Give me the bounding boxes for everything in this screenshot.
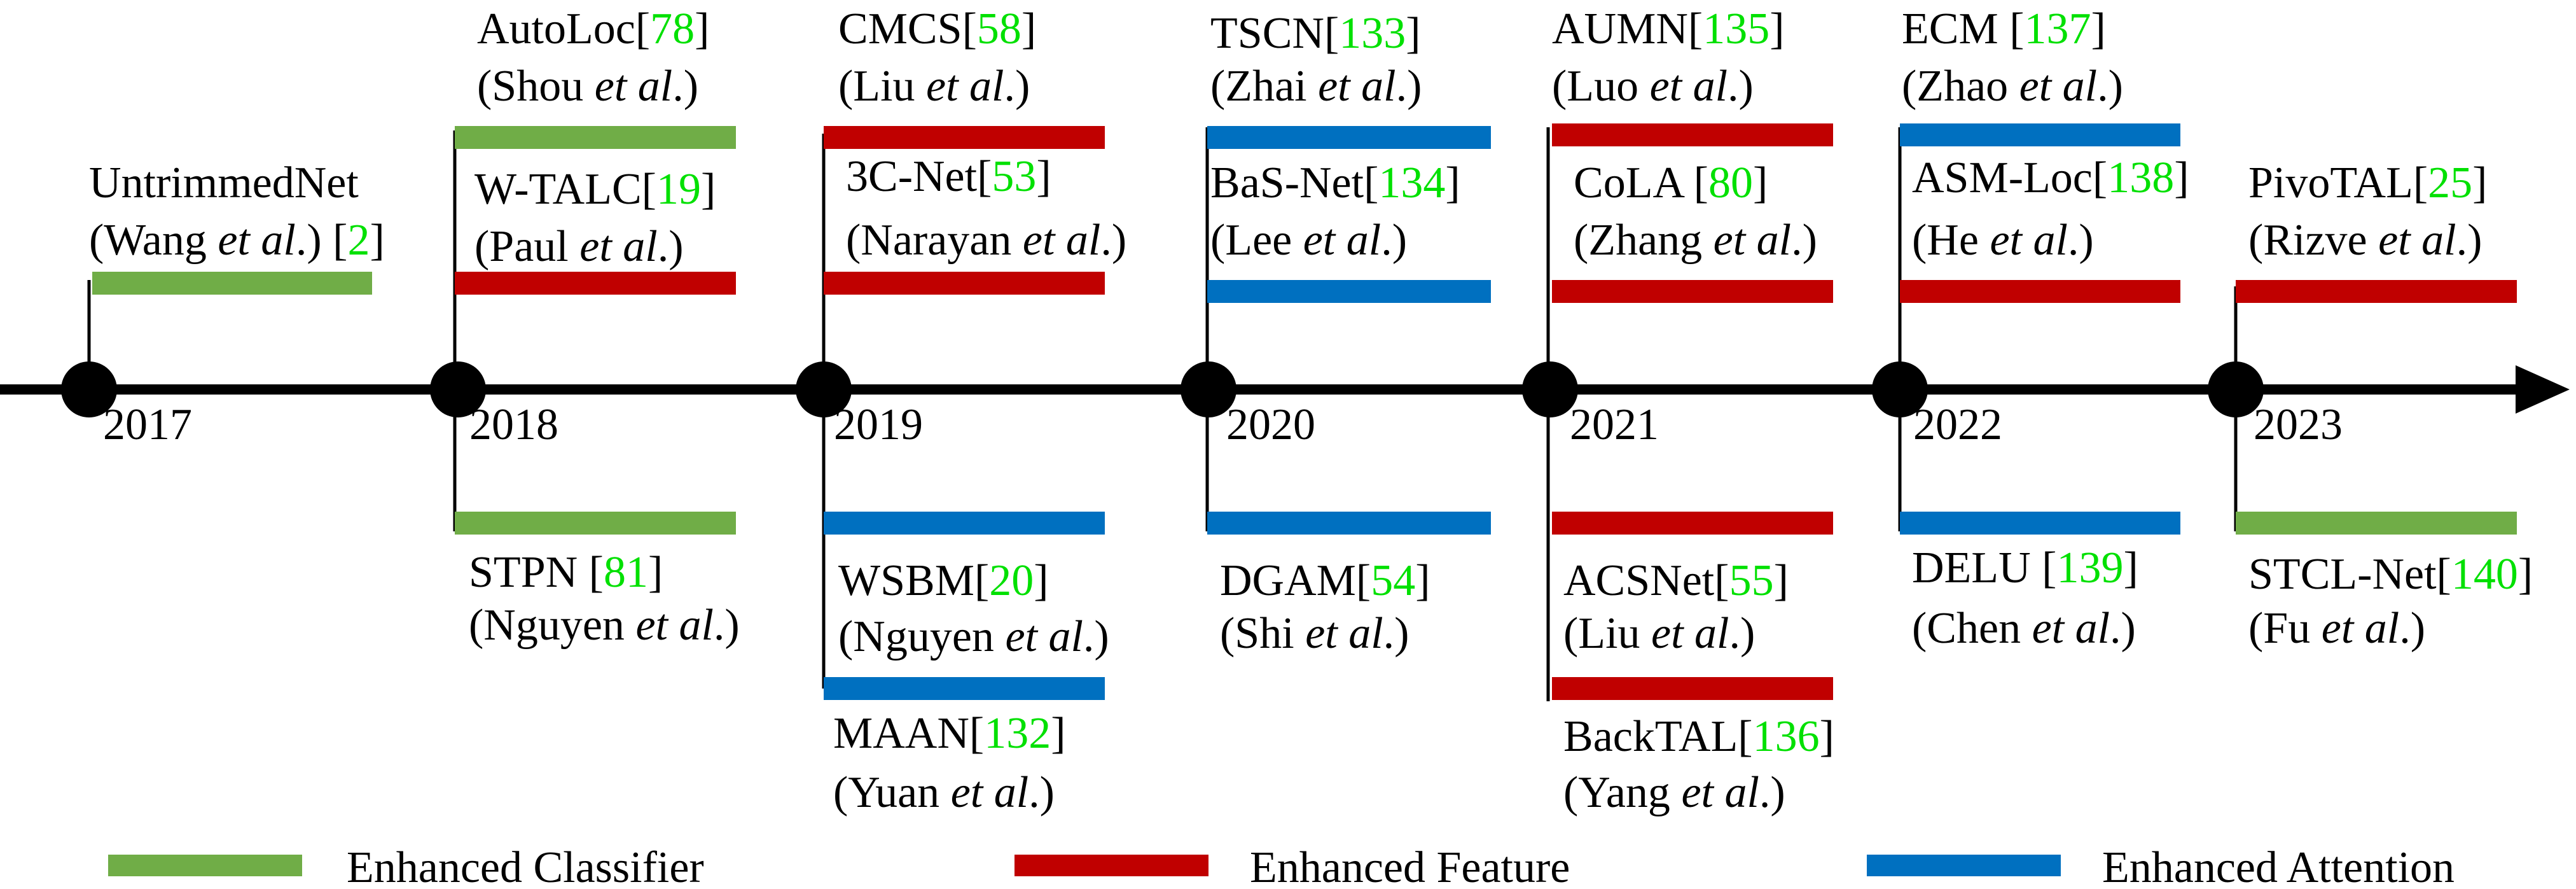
legend-swatch-feature (1014, 855, 1208, 876)
method-authors: (Chen et al.) (1912, 604, 2136, 653)
category-bar-feature (455, 272, 736, 295)
method-authors: (Lee et al.) (1210, 216, 1407, 265)
category-bar-attention (1900, 123, 2180, 146)
method-name: UntrimmedNet (89, 158, 359, 207)
method-authors: (Nguyen et al.) (838, 612, 1109, 661)
method-authors: (Shou et al.) (477, 62, 698, 111)
year-label: 2018 (469, 400, 558, 449)
category-bar-feature (1552, 512, 1833, 535)
method-name: STCL-Net[140] (2248, 550, 2533, 599)
year-label: 2022 (1913, 400, 2002, 449)
method-name: MAAN[132] (833, 709, 1066, 758)
method-name: ECM [137] (1902, 4, 2106, 53)
year-label: 2023 (2254, 400, 2343, 449)
method-authors: (Paul et al.) (474, 222, 684, 271)
method-name: PivoTAL[25] (2248, 158, 2487, 207)
category-bar-feature (824, 126, 1105, 149)
method-authors: (Zhang et al.) (1574, 216, 1817, 265)
legend-swatch-classifier (108, 855, 302, 876)
year-label: 2017 (103, 400, 192, 449)
method-authors: (Yuan et al.) (833, 768, 1055, 817)
method-name: BaS-Net[134] (1210, 158, 1460, 207)
year-node (796, 361, 852, 417)
category-bar-feature (1552, 123, 1833, 146)
method-authors: (Narayan et al.) (846, 216, 1126, 265)
category-bar-classifier (92, 272, 372, 295)
method-authors: (Luo et al.) (1552, 62, 1754, 111)
category-bar-classifier (2236, 512, 2517, 535)
category-bar-feature (1900, 280, 2180, 303)
method-name: ACSNet[55] (1563, 556, 1789, 605)
method-authors: (He et al.) (1912, 216, 2094, 265)
method-authors: (Shi et al.) (1220, 609, 1409, 658)
method-name: DELU [139] (1912, 543, 2138, 592)
method-authors: (Wang et al.) [2] (89, 216, 385, 265)
year-label: 2020 (1226, 400, 1315, 449)
legend-label: Enhanced Feature (1250, 843, 1570, 886)
axis-arrow-head (2516, 365, 2570, 414)
category-bar-attention (824, 677, 1105, 700)
method-name: AUMN[135] (1552, 4, 1785, 53)
legend-label: Enhanced Attention (2102, 843, 2455, 886)
method-name: W-TALC[19] (474, 165, 716, 214)
method-name: 3C-Net[53] (846, 152, 1051, 201)
method-name: WSBM[20] (838, 556, 1049, 605)
method-name: CoLA [80] (1574, 158, 1768, 207)
method-authors: (Liu et al.) (1563, 609, 1755, 658)
method-name: CMCS[58] (838, 4, 1036, 53)
category-bar-feature (2236, 280, 2517, 303)
year-node (1872, 361, 1928, 417)
category-bar-feature (824, 272, 1105, 295)
year-node (2208, 361, 2264, 417)
category-bar-attention (1207, 512, 1491, 535)
method-name: DGAM[54] (1220, 556, 1430, 605)
method-authors: (Zhao et al.) (1902, 62, 2123, 111)
method-name: TSCN[133] (1210, 9, 1421, 58)
method-authors: (Zhai et al.) (1210, 62, 1422, 111)
method-name: STPN [81] (469, 548, 663, 597)
method-authors: (Liu et al.) (838, 62, 1030, 111)
category-bar-attention (1207, 280, 1491, 303)
year-node (430, 361, 486, 417)
category-bar-feature (1552, 677, 1833, 700)
category-bar-attention (1900, 512, 2180, 535)
year-label: 2019 (834, 400, 923, 449)
method-authors: (Yang et al.) (1563, 768, 1785, 817)
legend-swatch-attention (1867, 855, 2061, 876)
category-bar-attention (1207, 126, 1491, 149)
method-authors: (Rizve et al.) (2248, 216, 2482, 265)
year-node (1181, 361, 1236, 417)
category-bar-attention (824, 512, 1105, 535)
category-bar-classifier (455, 126, 736, 149)
year-node (1522, 361, 1578, 417)
year-label: 2021 (1570, 400, 1659, 449)
method-name: BackTAL[136] (1563, 712, 1834, 761)
method-authors: (Nguyen et al.) (469, 601, 740, 650)
legend-label: Enhanced Classifier (347, 843, 704, 886)
year-node (61, 361, 117, 417)
method-authors: (Fu et al.) (2248, 604, 2425, 653)
method-name: AutoLoc[78] (477, 4, 709, 53)
method-name: ASM-Loc[138] (1912, 153, 2189, 202)
category-bar-feature (1552, 280, 1833, 303)
category-bar-classifier (455, 512, 736, 535)
